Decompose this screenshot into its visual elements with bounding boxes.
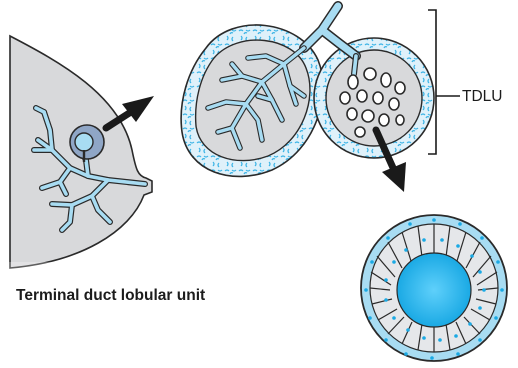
tdlu-label: TDLU (462, 88, 502, 106)
lobule-icon (181, 6, 434, 176)
tdlu-bracket (428, 10, 460, 154)
acinus-lumen (397, 253, 471, 327)
acinus-cross-section-icon (361, 215, 507, 361)
figure-caption: Terminal duct lobular unit (16, 287, 205, 305)
